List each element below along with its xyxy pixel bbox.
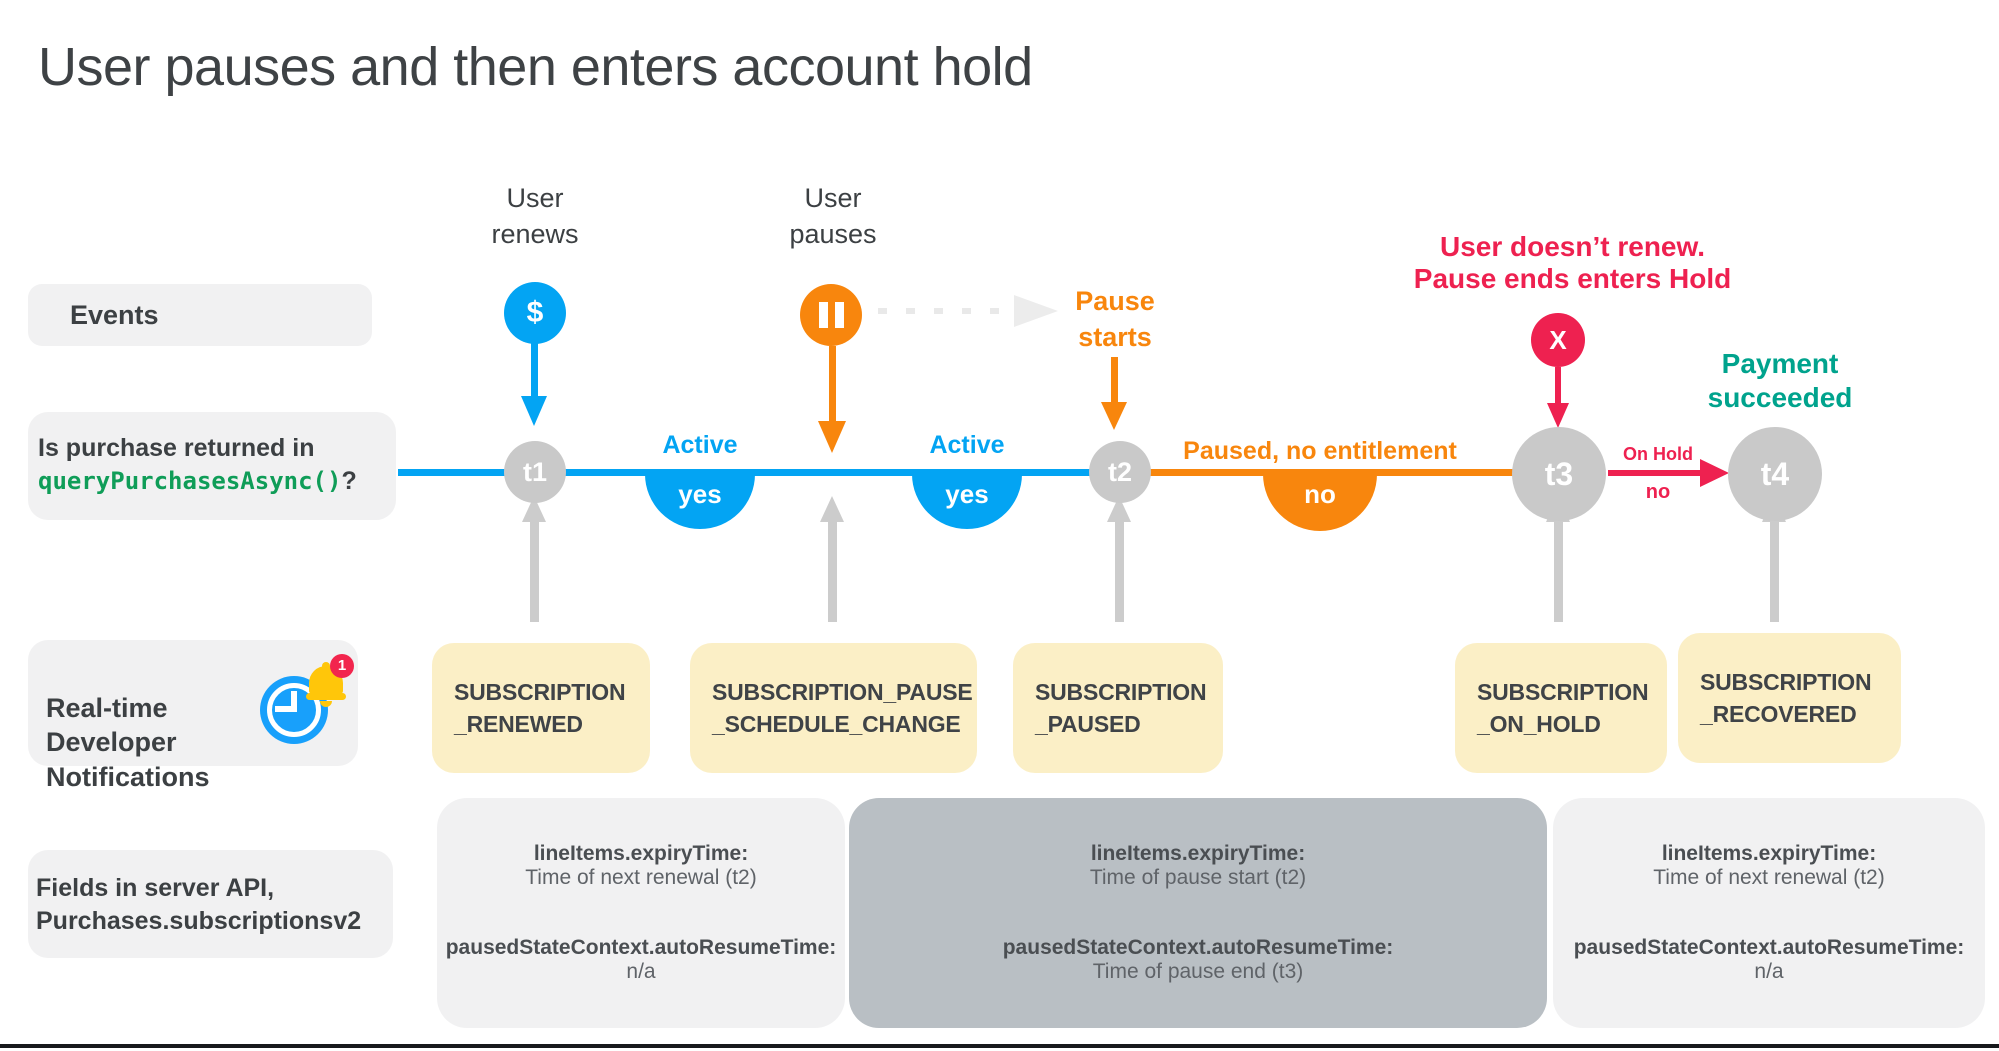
active-status-label-1: Active [662, 431, 738, 459]
fields-api-label: Fields in server API, Purchases.subscrip… [28, 850, 393, 958]
user-renews-label: User renews [491, 183, 579, 250]
rtdn-box-on-hold: SUBSCRIPTION _ON_HOLD [1455, 643, 1667, 773]
api-box-paused: lineItems.expiryTime: Time of pause star… [849, 798, 1547, 1028]
dotted-connector-arrowhead [1014, 295, 1058, 327]
question-mark: ? [341, 466, 357, 495]
query-purchases-async-code: queryPurchasesAsync() [38, 466, 342, 495]
entitlement-badge-no: no [1263, 474, 1377, 531]
events-label: Events [70, 299, 159, 330]
notification-count-badge: 1 [330, 654, 354, 678]
pause-starts-arrow-down [1111, 357, 1118, 403]
api-field: lineItems.expiryTime: [1661, 842, 1877, 865]
timeline-node-t3: t3 [1512, 427, 1606, 521]
rtdn-box-recovered: SUBSCRIPTION _RECOVERED [1678, 633, 1901, 763]
rtdn-box-renewed: SUBSCRIPTION _RENEWED [432, 643, 650, 773]
api-value: n/a [1754, 960, 1784, 983]
renew-arrowhead [521, 396, 547, 426]
onhold-arrowhead [1700, 459, 1729, 487]
x-icon: X [1531, 313, 1585, 367]
api-box-renewed: lineItems.expiryTime: Time of next renew… [437, 798, 845, 1028]
paused-status-label: Paused, no entitlement [1183, 437, 1457, 465]
api-value: Time of pause end (t3) [1092, 960, 1304, 983]
timeline-node-t1: t1 [504, 441, 566, 503]
user-pauses-label: User pauses [789, 183, 877, 250]
hold-event-label: User doesn’t renew. Pause ends enters Ho… [1413, 231, 1732, 295]
entitlement-badge-yes-2: yes [912, 474, 1022, 529]
rtdn-box-pause-schedule-change: SUBSCRIPTION_PAUSE _SCHEDULE_CHANGE [690, 643, 977, 773]
timeline-segment-active [398, 469, 1120, 476]
rtdn-up-arrow-1 [522, 496, 546, 622]
rtdn-box-paused: SUBSCRIPTION _PAUSED [1013, 643, 1223, 773]
events-row-label: Events [28, 284, 372, 346]
rtdn-up-arrow-2 [820, 496, 844, 622]
rtdn-row-label-box: Real-time Developer Notifications 1 [28, 640, 358, 792]
pause-starts-label: Pause starts [1075, 286, 1155, 353]
pause-starts-arrowhead [1101, 402, 1127, 430]
timeline-segment-paused [1120, 469, 1560, 476]
timeline-node-t2: t2 [1089, 441, 1151, 503]
rtdn-up-arrow-3 [1107, 496, 1131, 622]
hold-arrow-down [1555, 367, 1561, 405]
api-field: pausedStateContext.autoResumeTime: [445, 936, 837, 959]
api-box-recovered: lineItems.expiryTime: Time of next renew… [1553, 798, 1985, 1028]
rtdn-label: Real-time Developer Notifications [46, 692, 210, 792]
bell-icon: 1 [306, 654, 354, 708]
rtdn-up-arrow-4 [1546, 496, 1570, 622]
pause-icon [800, 284, 862, 346]
purchase-question-line2: queryPurchasesAsync()? [38, 465, 390, 498]
rtdn-up-arrow-5 [1762, 496, 1786, 622]
api-value: Time of next renewal (t2) [525, 866, 757, 889]
api-value: Time of pause start (t2) [1089, 866, 1307, 889]
hold-arrowhead [1547, 403, 1569, 428]
purchase-question-box: Is purchase returned in queryPurchasesAs… [28, 412, 396, 520]
pause-arrowhead [818, 421, 846, 453]
dollar-icon: $ [504, 282, 566, 344]
payment-succeeded-label: Payment succeeded [1707, 348, 1853, 413]
timeline-segment-onhold-arrow [1608, 470, 1702, 476]
bottom-divider [0, 1044, 1999, 1048]
onhold-status-label: On Hold [1623, 444, 1693, 464]
dotted-connector [878, 308, 1012, 314]
pause-arrow-down [829, 346, 836, 422]
timeline-node-t4: t4 [1728, 427, 1822, 521]
renew-arrow-down [531, 343, 538, 397]
onhold-answer-label: no [1645, 481, 1671, 503]
api-field: lineItems.expiryTime: [1090, 842, 1306, 865]
api-field: pausedStateContext.autoResumeTime: [1573, 936, 1965, 959]
page-title: User pauses and then enters account hold [38, 37, 1033, 97]
entitlement-badge-yes-1: yes [645, 474, 755, 529]
clock-notification-icon: 1 [258, 654, 354, 752]
active-status-label-2: Active [929, 431, 1005, 459]
api-value: Time of next renewal (t2) [1653, 866, 1885, 889]
purchase-question-line1: Is purchase returned in [38, 434, 315, 462]
api-field: lineItems.expiryTime: [533, 842, 749, 865]
api-value: n/a [626, 960, 656, 983]
api-field: pausedStateContext.autoResumeTime: [1002, 936, 1394, 959]
